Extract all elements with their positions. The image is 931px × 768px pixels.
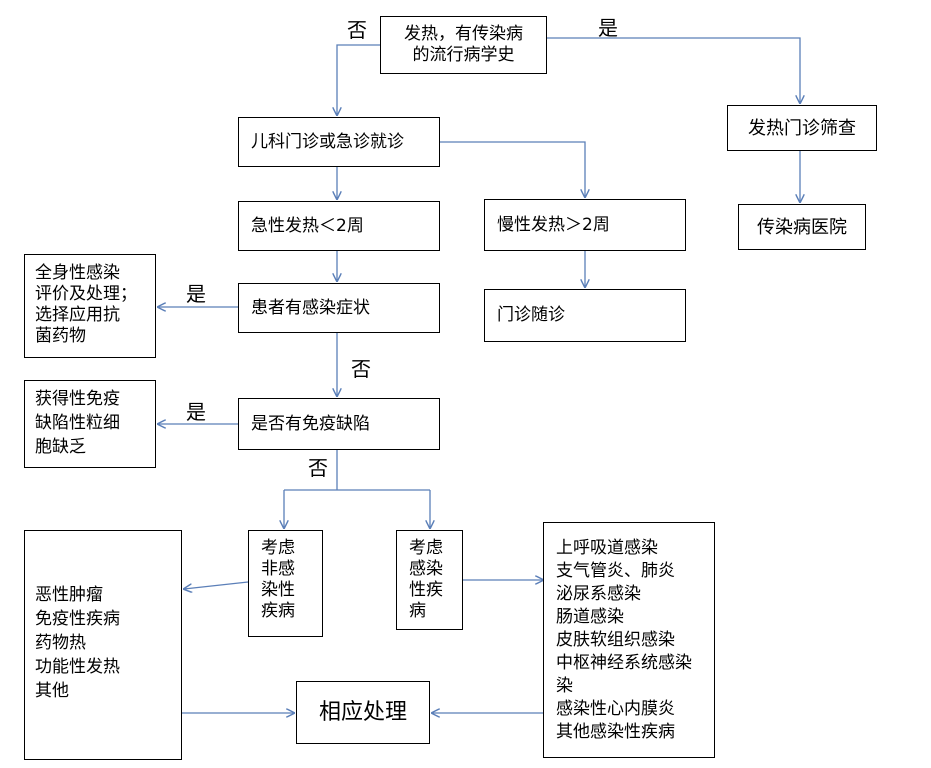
arrow-noninfectious-to-list bbox=[184, 581, 249, 589]
node-infectious-hospital: 传染病医院 bbox=[738, 204, 866, 250]
label-root-yes: 是 bbox=[598, 16, 618, 40]
arrow-pediatric-to-chronic bbox=[440, 141, 585, 197]
arrow-root-to-fever-clinic bbox=[547, 37, 800, 103]
node-chronic: 慢性发热＞2周 bbox=[484, 199, 686, 251]
node-immunodef: 是否有免疫缺陷 bbox=[238, 398, 440, 450]
label-root-no: 否 bbox=[347, 18, 367, 42]
label-immunodef-yes: 是 bbox=[186, 400, 206, 424]
arrow-root-to-pediatric bbox=[337, 44, 380, 115]
node-noninfectious: 考虑 非感 染性 疾病 bbox=[248, 530, 323, 637]
label-symptoms-yes: 是 bbox=[186, 282, 206, 306]
label-immunodef-no: 否 bbox=[308, 456, 328, 480]
node-infectious: 考虑 感染 性疾 病 bbox=[396, 530, 463, 630]
label-symptoms-no: 否 bbox=[351, 357, 371, 381]
node-fever-clinic: 发热门诊筛查 bbox=[727, 105, 877, 151]
node-noninfectious-list: 恶性肿瘤 免疫性疾病 药物热 功能性发热 其他 bbox=[24, 530, 182, 760]
node-acquired: 获得性免疫 缺陷性粒细 胞缺乏 bbox=[24, 380, 156, 468]
node-pediatric: 儿科门诊或急诊就诊 bbox=[238, 117, 440, 167]
node-handling: 相应处理 bbox=[296, 681, 430, 744]
node-infectious-list: 上呼吸道感染 支气管炎、肺炎 泌尿系感染 肠道感染 皮肤软组织感染 中枢神经系统… bbox=[543, 522, 715, 758]
node-root: 发热，有传染病 的流行病学史 bbox=[380, 16, 547, 74]
node-symptoms: 患者有感染症状 bbox=[238, 283, 440, 333]
node-systemic: 全身性感染 评价及处理； 选择应用抗 菌药物 bbox=[24, 254, 156, 358]
node-acute: 急性发热＜2周 bbox=[238, 201, 440, 251]
node-followup: 门诊随诊 bbox=[484, 289, 686, 342]
